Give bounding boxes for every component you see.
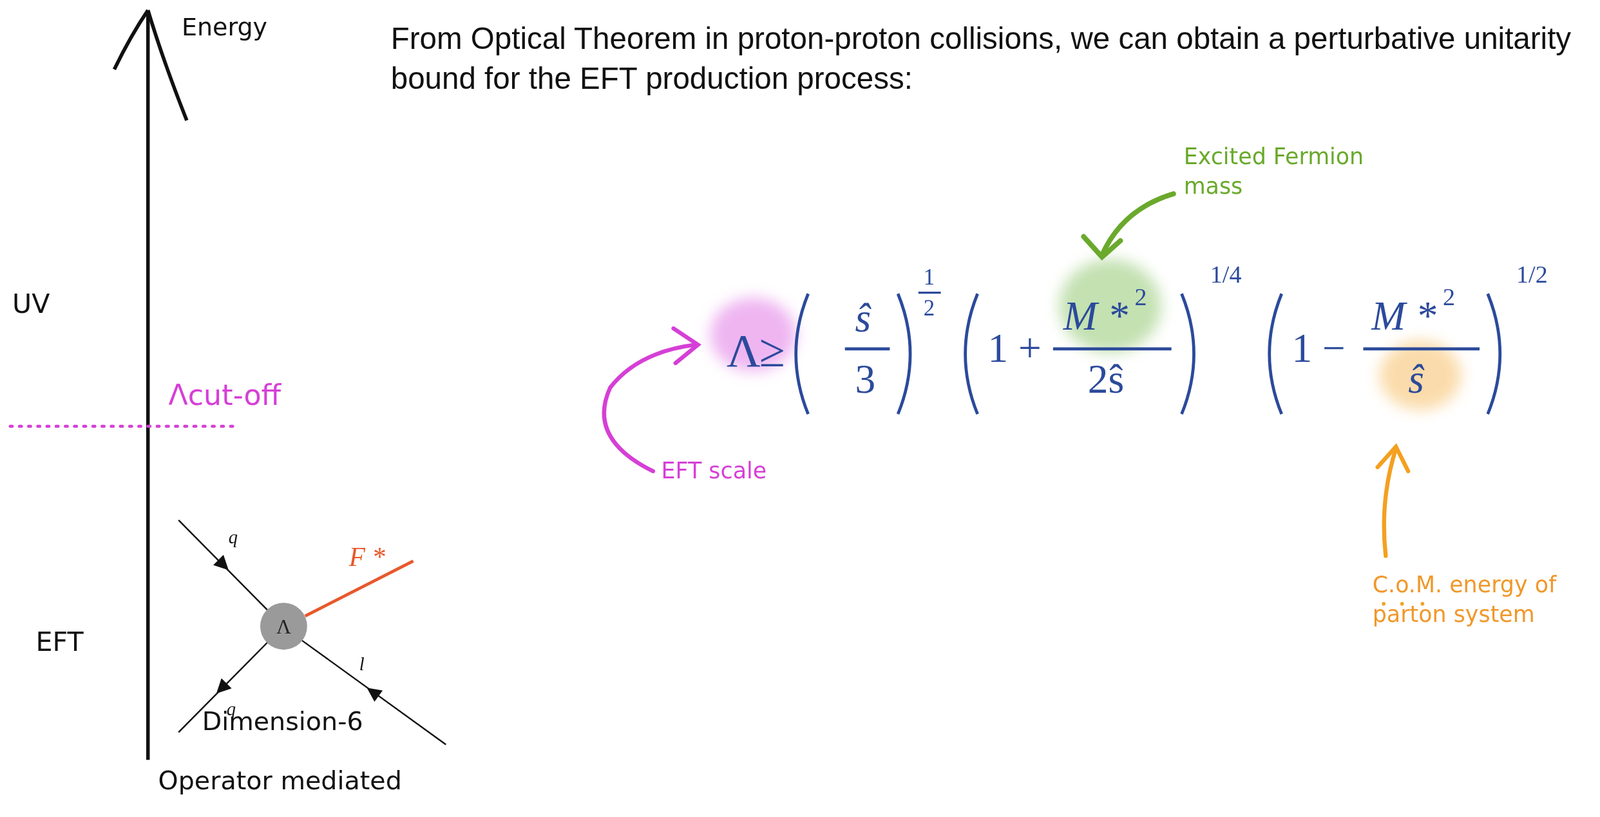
- formula-symbol: ŝ: [855, 291, 872, 345]
- formula-symbol: M *: [1063, 289, 1128, 343]
- axis-label: Energy: [181, 12, 268, 44]
- operator-label: Operator mediated: [158, 765, 402, 799]
- formula-symbol: ≥: [759, 320, 786, 382]
- operator-label: Dimension-6: [202, 705, 364, 739]
- formula-exponent: 1: [923, 263, 935, 293]
- particle-label: l: [359, 653, 365, 677]
- region-label: UV: [12, 287, 50, 323]
- formula-symbol: 3: [855, 352, 877, 406]
- formula-symbol: M *: [1371, 289, 1436, 343]
- quark-line: [178, 520, 268, 610]
- formula-exponent: 1/4: [1210, 258, 1242, 291]
- callout-text: EFT scale: [661, 457, 768, 487]
- particle-label: q: [228, 526, 238, 551]
- callout-text: Excited Fermion mass: [1183, 142, 1389, 202]
- cutoff-label: Λcut-off: [168, 377, 281, 415]
- formula-symbol: 1 −: [1292, 322, 1346, 376]
- formula-symbol: 2ŝ: [1087, 352, 1124, 406]
- highlight-blob: [1379, 340, 1462, 411]
- cutoff-line: [10, 425, 236, 429]
- formula-exponent: 2: [923, 293, 935, 323]
- formula-exponent: 2: [1442, 281, 1456, 314]
- region-label: UV: [12, 287, 50, 323]
- formula-exponent: 2: [1442, 281, 1456, 314]
- particle-label: q: [228, 526, 238, 551]
- particle-label: F *: [349, 541, 386, 576]
- formula-symbol: ŝ: [1408, 352, 1425, 406]
- region-label: EFT: [35, 625, 84, 661]
- callout-arrow: [1083, 193, 1173, 258]
- callout-text: EFT scale: [661, 457, 768, 487]
- formula-exponent: 1: [923, 263, 935, 293]
- region-label: EFT: [35, 625, 84, 661]
- formula-symbol: 1 +: [987, 322, 1041, 376]
- intro-text: From Optical Theorem in proton-proton co…: [390, 18, 1595, 99]
- formula-symbol: Λ: [726, 320, 761, 382]
- formula-exponent: 2: [1134, 281, 1148, 314]
- fermion-arrow: [213, 555, 229, 571]
- intro-text: From Optical Theorem in proton-proton co…: [390, 18, 1595, 99]
- callout-text: Excited Fermion mass: [1183, 142, 1389, 202]
- cutoff-label: Λcut-off: [168, 377, 281, 415]
- highlight-blob: [1058, 258, 1161, 353]
- fermion-arrow: [367, 687, 384, 703]
- formula-symbol: ≥: [759, 320, 786, 382]
- energy-axis: [146, 14, 151, 761]
- formula-exponent: 2: [923, 293, 935, 323]
- particle-label: l: [359, 653, 365, 677]
- formula-exponent: 1/2: [1516, 258, 1548, 291]
- formula-symbol: Λ: [726, 320, 761, 382]
- formula-symbol: 1 −: [1292, 322, 1346, 376]
- operator-label: Operator mediated: [158, 765, 402, 799]
- formula-exponent: 2: [1134, 281, 1148, 314]
- callout-arrow: [604, 328, 699, 472]
- formula-symbol: 1 +: [987, 322, 1041, 376]
- callout-text: C.o.M. energy of parton system: [1372, 571, 1598, 630]
- fermion-arrow: [216, 678, 232, 694]
- callout-text: C.o.M. energy of parton system: [1372, 571, 1598, 630]
- formula-symbol: 2ŝ: [1087, 352, 1124, 406]
- axis-label: Energy: [181, 12, 268, 44]
- vertex-label: Λ: [276, 614, 292, 638]
- formula-exponent: 1/4: [1210, 258, 1242, 291]
- formula-symbol: ŝ: [1408, 352, 1425, 406]
- formula-exponent: 1/2: [1516, 258, 1548, 291]
- vertex-circle: Λ: [260, 602, 308, 650]
- axis-arrowhead: [114, 10, 187, 121]
- formula-symbol: ŝ: [855, 291, 872, 345]
- particle-label: F *: [349, 541, 386, 576]
- callout-arrow: [1377, 447, 1409, 557]
- formula-symbol: 3: [855, 352, 877, 406]
- formula-symbol: M *: [1063, 289, 1128, 343]
- formula-symbol: M *: [1371, 289, 1436, 343]
- operator-label: Dimension-6: [202, 705, 364, 739]
